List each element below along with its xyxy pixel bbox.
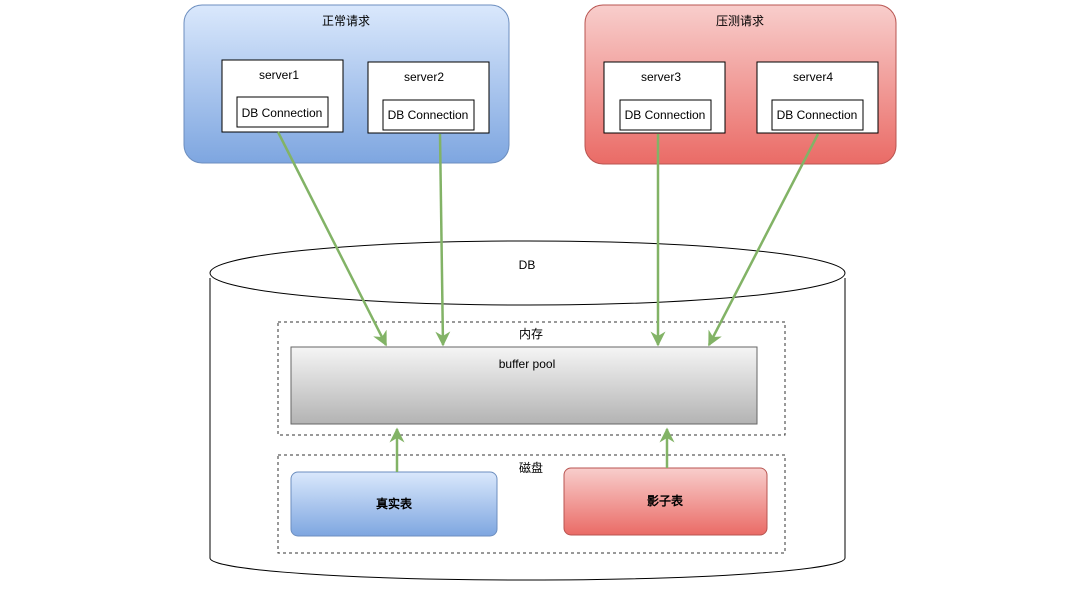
server4-db-connection-label: DB Connection [777, 108, 858, 122]
server1-db-connection-box [236, 96, 329, 128]
shadow-table [563, 467, 768, 536]
buffer-pool [290, 346, 758, 425]
server3-db-connection-label: DB Connection [625, 108, 706, 122]
stress-request-group: 压测请求 server3 DB Connection server4 DB Co… [584, 4, 897, 165]
server1-label: server1 [259, 68, 299, 82]
normal-request-title: 正常请求 [322, 14, 370, 28]
server2-label: server2 [404, 70, 444, 84]
server2-db-connection-box [382, 99, 475, 131]
disk-container [277, 454, 786, 554]
shadow-table-label: 影子表 [647, 493, 684, 508]
arrow-server1-to-buffer-pool [276, 131, 388, 347]
server1-db-connection-label: DB Connection [242, 106, 323, 120]
db-cylinder-top [209, 240, 846, 306]
arrows [276, 131, 820, 472]
server3-db-connection-box [619, 99, 712, 131]
arrow-server2-to-buffer-pool [435, 133, 451, 347]
stress-request-title: 压测请求 [716, 14, 764, 28]
server4-db-connection-box [771, 99, 864, 131]
server4-label: server4 [793, 70, 833, 84]
memory-container [277, 321, 786, 436]
disk-area: 磁盘 真实表 影子表 [277, 454, 786, 554]
arrow-server4-to-buffer-pool [707, 133, 820, 347]
db-label: DB [519, 258, 536, 272]
server3-label: server3 [641, 70, 681, 84]
disk-label: 磁盘 [519, 460, 543, 475]
real-table [290, 471, 498, 537]
memory-area: 内存 buffer pool [277, 321, 786, 436]
real-table-label: 真实表 [376, 496, 413, 511]
memory-label: 内存 [519, 327, 543, 341]
buffer-pool-label: buffer pool [499, 357, 556, 371]
normal-request-group: 正常请求 server1 DB Connection server2 DB Co… [183, 4, 510, 164]
server2-db-connection-label: DB Connection [388, 108, 469, 122]
